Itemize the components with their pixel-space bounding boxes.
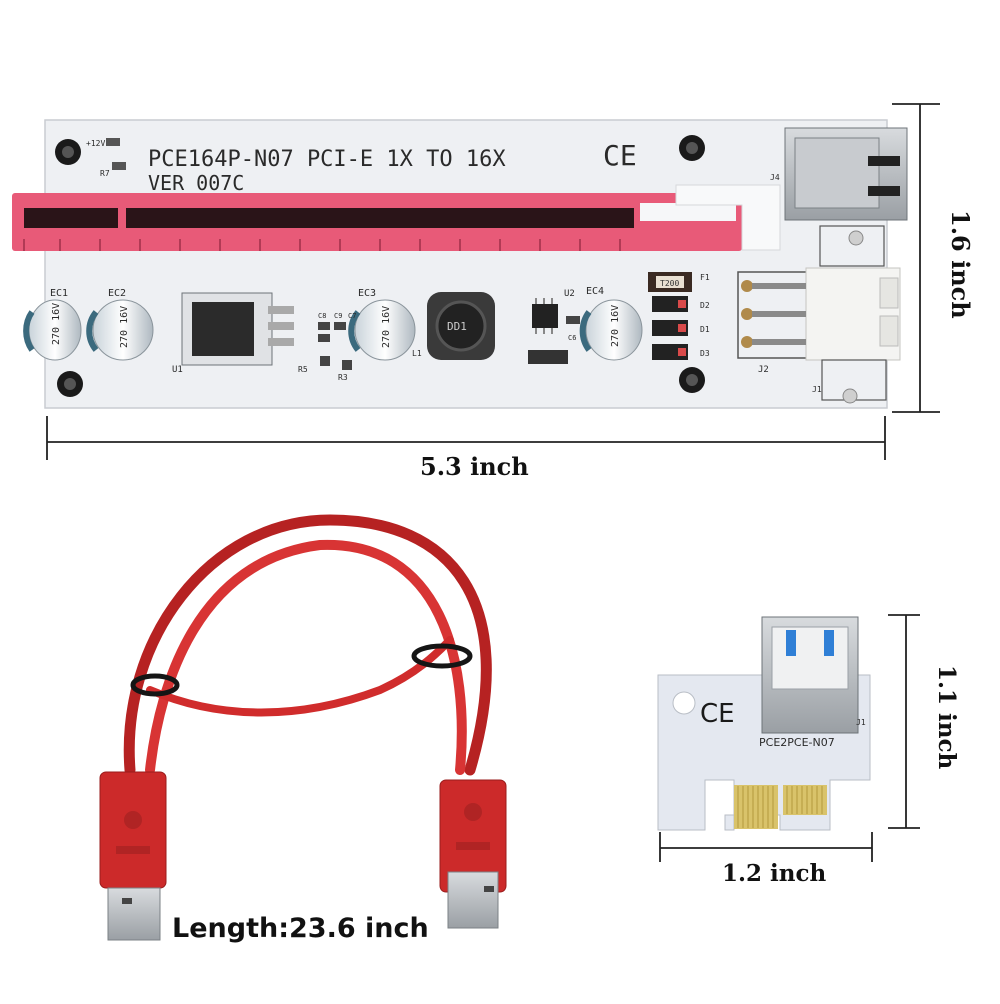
ec1-value: 270 16V xyxy=(51,303,62,345)
adapter-height-label: 1.1 inch xyxy=(933,665,960,770)
plus12v-label: +12V xyxy=(86,139,105,148)
riser-height-label: 1.6 inch xyxy=(946,210,975,319)
f1-label: F1 xyxy=(700,273,710,282)
d1-label: D1 xyxy=(700,325,710,334)
adapter-width-label: 1.2 inch xyxy=(722,860,827,887)
cable-length-label: Length:23.6 inch xyxy=(172,913,429,944)
power-connector-j2: J2 J1 xyxy=(737,225,901,404)
riser-version-text: VER 007C xyxy=(148,171,244,195)
capacitor-ec3: EC3 270 16V xyxy=(348,288,416,361)
small-components: R5 R3 C8 C9 C7 C6 xyxy=(298,312,580,382)
riser-width-label: 5.3 inch xyxy=(420,452,529,481)
ec3-value: 270 16V xyxy=(381,306,392,348)
riser-model-text: PCE164P-N07 PCI-E 1X TO 16X xyxy=(148,147,506,172)
usb-plug-left xyxy=(99,771,167,941)
ec2-value: 270 16V xyxy=(119,306,130,348)
c6-label: C6 xyxy=(568,334,576,342)
c8-label: C8 xyxy=(318,312,326,320)
riser-width-dimension xyxy=(46,416,886,460)
j4-label: J4 xyxy=(770,173,780,182)
cable-ties xyxy=(130,643,473,697)
ec4-value: 270 16V xyxy=(610,305,621,347)
ec4-label: EC4 xyxy=(586,286,604,297)
usb-port-j4: J4 xyxy=(770,127,908,221)
c9-label: C9 xyxy=(334,312,342,320)
riser-board: PCE164P-N07 PCI-E 1X TO 16X VER 007C CE … xyxy=(12,119,908,409)
inductor-l1: DD1 L1 xyxy=(412,292,495,360)
d3-label: D3 xyxy=(700,349,710,358)
adapter-model-text: PCE2PCE-N07 xyxy=(759,736,835,749)
adapter-usb-port: J1 xyxy=(761,616,866,734)
fuse-marking: T200 xyxy=(660,279,679,288)
adapter-gold-fingers xyxy=(734,785,827,829)
r5-label: R5 xyxy=(298,365,308,374)
r3-label: R3 xyxy=(338,373,348,382)
pcie-x16-slot xyxy=(12,193,742,251)
chip-u2: U2 xyxy=(532,289,575,334)
usb-plug-right xyxy=(439,779,507,929)
adapter-board: CE J1 PCE2PCE-N07 xyxy=(657,616,871,831)
riser-ce-mark: CE xyxy=(603,139,637,172)
adapter-ce-mark: CE xyxy=(700,699,735,729)
capacitor-ec2: EC2 270 16V xyxy=(86,288,154,361)
l1-label: L1 xyxy=(412,349,422,358)
capacitor-ec1: EC1 270 16V xyxy=(23,288,82,361)
adapter-j1-label: J1 xyxy=(856,718,866,727)
ec1-label: EC1 xyxy=(50,288,68,299)
j2-label: J2 xyxy=(758,365,769,375)
inductor-marking: DD1 xyxy=(447,320,467,333)
usb-cable xyxy=(99,514,507,941)
c7-label: C7 xyxy=(348,312,356,320)
fuse-and-diodes: T200 F1 D2 D1 D3 xyxy=(648,272,710,360)
adapter-width-dimension xyxy=(659,832,873,862)
u2-label: U2 xyxy=(564,289,575,299)
mounting-holes xyxy=(55,135,705,397)
u1-label: U1 xyxy=(172,365,183,375)
riser-j1-label: J1 xyxy=(812,385,822,394)
regulator-u1: U1 xyxy=(172,292,294,375)
r7-label: R7 xyxy=(100,169,110,178)
riser-height-dimension xyxy=(892,103,940,413)
ec2-label: EC2 xyxy=(108,288,126,299)
capacitor-ec4: EC4 270 16V xyxy=(579,286,643,361)
d2-label: D2 xyxy=(700,301,710,310)
adapter-height-dimension xyxy=(888,614,920,829)
ec3-label: EC3 xyxy=(358,288,376,299)
